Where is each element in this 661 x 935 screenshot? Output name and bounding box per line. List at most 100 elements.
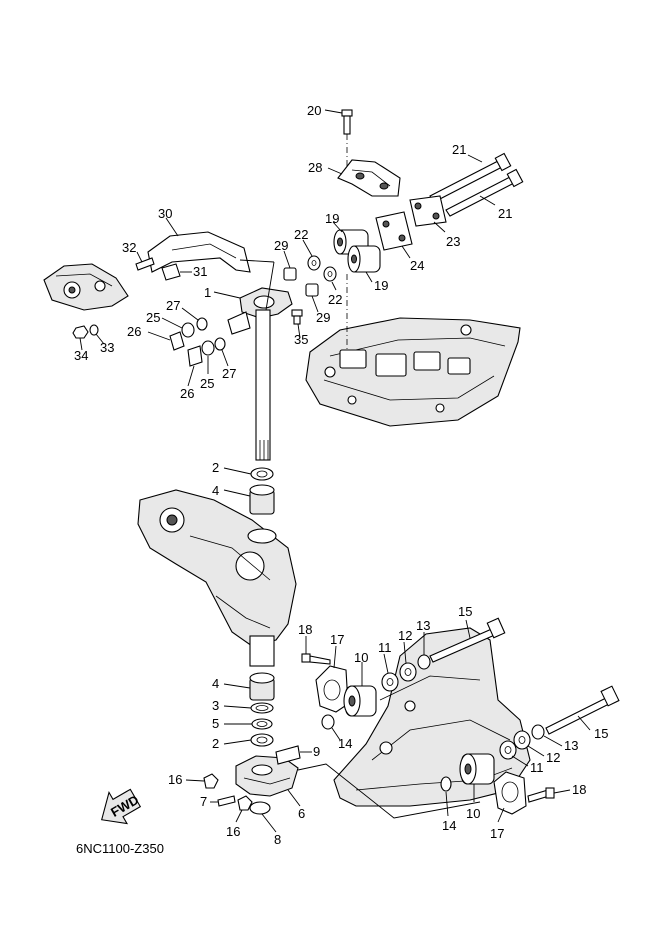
washer-22-lower [323, 266, 337, 282]
bushing-29-upper [283, 267, 297, 281]
upper-casing [305, 317, 521, 427]
callout-32: 32 [122, 240, 136, 255]
washer-14-lower [440, 776, 452, 792]
callout-1: 1 [204, 285, 211, 300]
callout-14-upper: 14 [338, 736, 352, 751]
callout-21-lower: 21 [498, 206, 512, 221]
washer-12-upper [399, 662, 417, 682]
screw-18-lower [527, 787, 555, 803]
callout-22-lower: 22 [328, 292, 342, 307]
callout-19-upper: 19 [325, 211, 339, 226]
screw-18-upper [301, 653, 331, 665]
callout-29-lower: 29 [316, 310, 330, 325]
callout-13-upper: 13 [416, 618, 430, 633]
clip-9 [275, 745, 301, 765]
plate-8 [249, 801, 271, 815]
steering-arm-1 [227, 287, 293, 335]
bushing-27-lower [214, 337, 226, 351]
callout-19-lower: 19 [374, 278, 388, 293]
callout-23: 23 [446, 234, 460, 249]
nut-25-lower [201, 340, 215, 356]
mount-bracket-17-lower [493, 771, 527, 815]
nut-25-upper [181, 322, 195, 338]
callout-6: 6 [298, 806, 305, 821]
callout-34: 34 [74, 348, 88, 363]
bolt-21-upper [429, 152, 512, 203]
callout-28: 28 [308, 160, 322, 175]
callout-18-upper: 18 [298, 622, 312, 637]
steering-shaft [255, 309, 271, 461]
callout-26-upper: 26 [127, 324, 141, 339]
washer-33 [89, 324, 99, 336]
callout-31: 31 [193, 264, 207, 279]
washer-14-upper [321, 714, 335, 730]
side-bracket [43, 263, 129, 311]
callout-25-upper: 25 [146, 310, 160, 325]
grease-nipple-16-upper [203, 773, 219, 789]
callout-12-lower: 12 [546, 750, 560, 765]
washer-11-upper [381, 672, 399, 692]
callout-8: 8 [274, 832, 281, 847]
callout-15-lower: 15 [594, 726, 608, 741]
callout-35: 35 [294, 332, 308, 347]
swivel-bracket [137, 489, 297, 647]
washer-13-upper [417, 654, 431, 670]
bushing-4-lower [249, 672, 275, 701]
callout-20: 20 [307, 103, 321, 118]
callout-17-upper: 17 [330, 632, 344, 647]
washer-2-lower [250, 733, 274, 747]
clamp-28 [337, 159, 401, 197]
washer-11-lower [499, 740, 517, 760]
washer-5 [251, 718, 273, 730]
callout-10-upper: 10 [354, 650, 368, 665]
callout-21-upper: 21 [452, 142, 466, 157]
rubber-mount-10-lower [459, 753, 495, 785]
bushing-29-lower [305, 283, 319, 297]
callout-3: 3 [212, 698, 219, 713]
shaft-lower-section [249, 635, 275, 667]
mount-bracket-17-upper [315, 665, 349, 713]
rubber-mount-19-lower [347, 245, 381, 273]
washer-2-upper [250, 467, 274, 481]
fwd-arrow-icon [100, 788, 142, 825]
bolt-7 [217, 795, 236, 807]
callout-16-upper: 16 [168, 772, 182, 787]
plate-24 [375, 211, 413, 251]
plate-23 [409, 195, 447, 227]
callout-29-upper: 29 [274, 238, 288, 253]
washer-3 [250, 702, 274, 714]
bracket-30 [147, 231, 251, 273]
callouts: 20 28 21 21 19 19 23 24 22 22 29 29 30 3… [74, 103, 608, 847]
callout-4-lower: 4 [212, 676, 219, 691]
bolt-15-lower [545, 685, 620, 735]
callout-11-upper: 11 [378, 640, 392, 655]
rubber-mount-10-upper [343, 685, 377, 717]
callout-17-lower: 17 [490, 826, 504, 841]
bushing-27-upper [196, 317, 208, 331]
bolt-21-lower [445, 168, 524, 217]
callout-27-lower: 27 [222, 366, 236, 381]
callout-5: 5 [212, 716, 219, 731]
callout-13-lower: 13 [564, 738, 578, 753]
screw-35 [291, 309, 303, 325]
callout-12-upper: 12 [398, 628, 412, 643]
callout-2-upper: 2 [212, 460, 219, 475]
callout-7: 7 [200, 794, 207, 809]
bushing-4-upper [249, 484, 275, 515]
callout-10-lower: 10 [466, 806, 480, 821]
screw-32 [135, 257, 155, 271]
nut-34 [72, 325, 89, 339]
callout-25-lower: 25 [200, 376, 214, 391]
callout-27-upper: 27 [166, 298, 180, 313]
callout-2-lower: 2 [212, 736, 219, 751]
callout-24: 24 [410, 258, 424, 273]
callout-18-lower: 18 [572, 782, 586, 797]
callout-16-lower: 16 [226, 824, 240, 839]
diagram-code: 6NC1100-Z350 [76, 841, 164, 856]
washer-22-upper [307, 255, 321, 271]
washer-13-lower [531, 724, 545, 740]
callout-14-lower: 14 [442, 818, 456, 833]
callout-15-upper: 15 [458, 604, 472, 619]
callout-4-upper: 4 [212, 483, 219, 498]
callout-30: 30 [158, 206, 172, 221]
